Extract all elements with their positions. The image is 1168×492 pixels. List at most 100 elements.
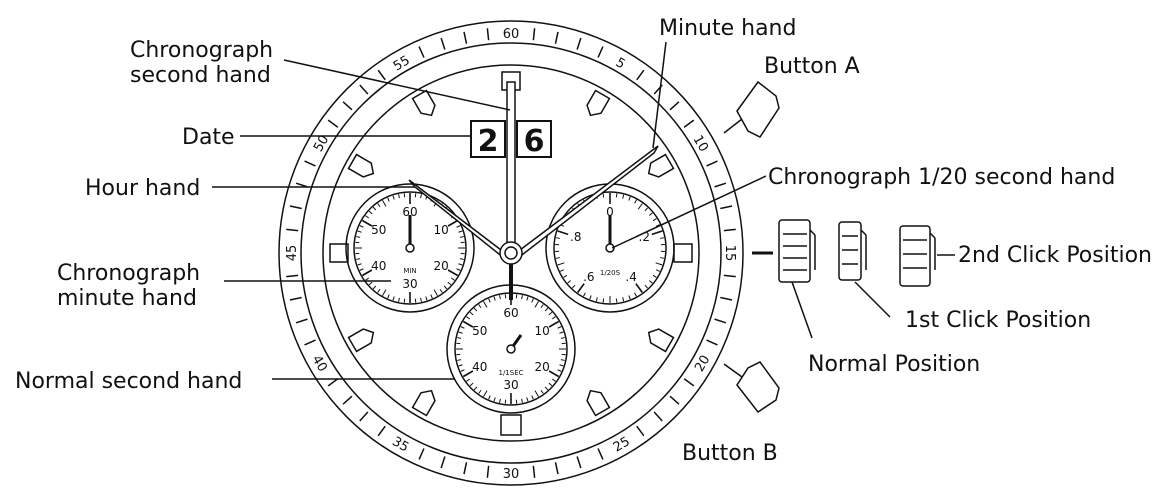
label-chronograph-second-line1: Chronograph (130, 38, 273, 63)
label-minute-hand: Minute hand (659, 16, 796, 41)
subdial-tick (459, 258, 464, 260)
bezel-tick (486, 465, 490, 478)
leader-chronograph-20th (611, 175, 767, 249)
right-subdial-caption: 1/20S (600, 269, 621, 277)
subdial-tick (456, 268, 461, 271)
subdial-number: 40 (472, 360, 487, 374)
subdial-tick (439, 288, 443, 293)
subdial-tick (450, 277, 455, 281)
subdial-tick (644, 284, 649, 289)
bezel-tick (463, 462, 468, 475)
subdial-tick (478, 304, 482, 309)
bezel-tick (636, 69, 645, 81)
chronograph-20th-second-subdial: 0.2.4.6.8 1/20S (545, 183, 675, 313)
subdial-number: .2 (639, 230, 650, 244)
subdial-tick (544, 386, 549, 391)
subdial-tick (648, 212, 653, 216)
labels: Chronograph second hand Date Hour hand C… (15, 16, 1152, 466)
subdial-number: 50 (371, 223, 386, 237)
button-b (723, 361, 780, 414)
bezel-tick (377, 69, 386, 81)
bezel-outer-ring (278, 20, 744, 486)
center-cap-inner (504, 246, 518, 260)
subdial-tick (615, 298, 618, 303)
subdial-tick (634, 199, 637, 204)
bezel-tick (286, 228, 299, 232)
bezel-number: 30 (503, 467, 520, 482)
subdial-tick (544, 307, 549, 312)
date-digit-2: 6 (524, 124, 545, 159)
subdial-tick (548, 311, 553, 316)
subdial-number: 10 (434, 223, 449, 237)
subdial-tick (430, 294, 433, 299)
bezel-tick (669, 101, 680, 111)
bezel-tick (720, 205, 733, 210)
subdial-tick (557, 369, 562, 372)
leader-normal-position (791, 281, 813, 339)
subdial-tick (635, 283, 643, 293)
bezel-tick (286, 274, 299, 278)
subdial-tick (548, 382, 553, 387)
subdial-tick (563, 274, 568, 278)
dial-ring (322, 64, 700, 442)
button-a (723, 80, 780, 138)
bezel-tick (486, 28, 490, 41)
subdial-tick (377, 203, 381, 208)
bezel-tick (440, 37, 446, 50)
subdial-tick (466, 316, 471, 320)
chronograph-second-hand (506, 81, 516, 246)
subdial-tick (382, 289, 387, 296)
label-first-click-position: 1st Click Position (905, 308, 1091, 333)
leader-chronograph-second (283, 59, 511, 111)
subdial-tick (478, 389, 482, 394)
subdial-tick (368, 210, 373, 215)
bezel-tick (576, 456, 582, 469)
subdial-tick (644, 207, 649, 212)
subdial-tick (534, 390, 539, 397)
subdial-tick (655, 269, 660, 272)
subdial-tick (559, 364, 564, 367)
bezel-tick (532, 28, 536, 41)
subdial-tick (583, 292, 586, 297)
subdial-tick (615, 193, 618, 198)
label-chronograph-second-line2: second hand (130, 63, 271, 88)
subdial-tick (447, 281, 452, 286)
subdial-number: 50 (472, 324, 487, 338)
bezel-tick (289, 296, 302, 301)
subdial-tick (652, 274, 657, 278)
bezel-tick (327, 378, 339, 387)
bezel-tick (554, 31, 559, 44)
subdial-tick (392, 195, 395, 200)
subdial-tick (559, 331, 564, 334)
subdial-tick (557, 262, 565, 266)
subdial-tick (660, 257, 665, 259)
bezel-tick (377, 425, 386, 437)
subdial-tick (526, 397, 529, 402)
bezel-tick (342, 395, 353, 405)
subdial-tick (595, 297, 598, 302)
hour-index (500, 414, 522, 436)
bezel-tick (440, 456, 446, 469)
bezel-number: 55 (391, 53, 413, 74)
hour-index (411, 89, 436, 117)
bezel-tick (532, 465, 536, 478)
left-subdial-caption: MIN (403, 267, 416, 275)
label-second-click-position: 2nd Click Position (958, 243, 1152, 268)
subdial-tick (483, 390, 488, 397)
right-subdial-pivot (605, 243, 615, 253)
crown-first-click-position (838, 221, 867, 281)
bezel-tick (653, 411, 663, 422)
subdial-tick (483, 301, 488, 308)
bezel-tick (359, 84, 369, 95)
subdial-tick (560, 269, 565, 272)
subdial-tick (493, 397, 496, 402)
bezel-tick (342, 101, 353, 111)
subdial-tick (628, 196, 631, 201)
bezel-tick (359, 411, 369, 422)
subdial-tick (443, 285, 448, 290)
bezel-tick (295, 318, 308, 324)
subdial-number: .6 (583, 270, 594, 284)
subdial-tick (425, 296, 428, 301)
